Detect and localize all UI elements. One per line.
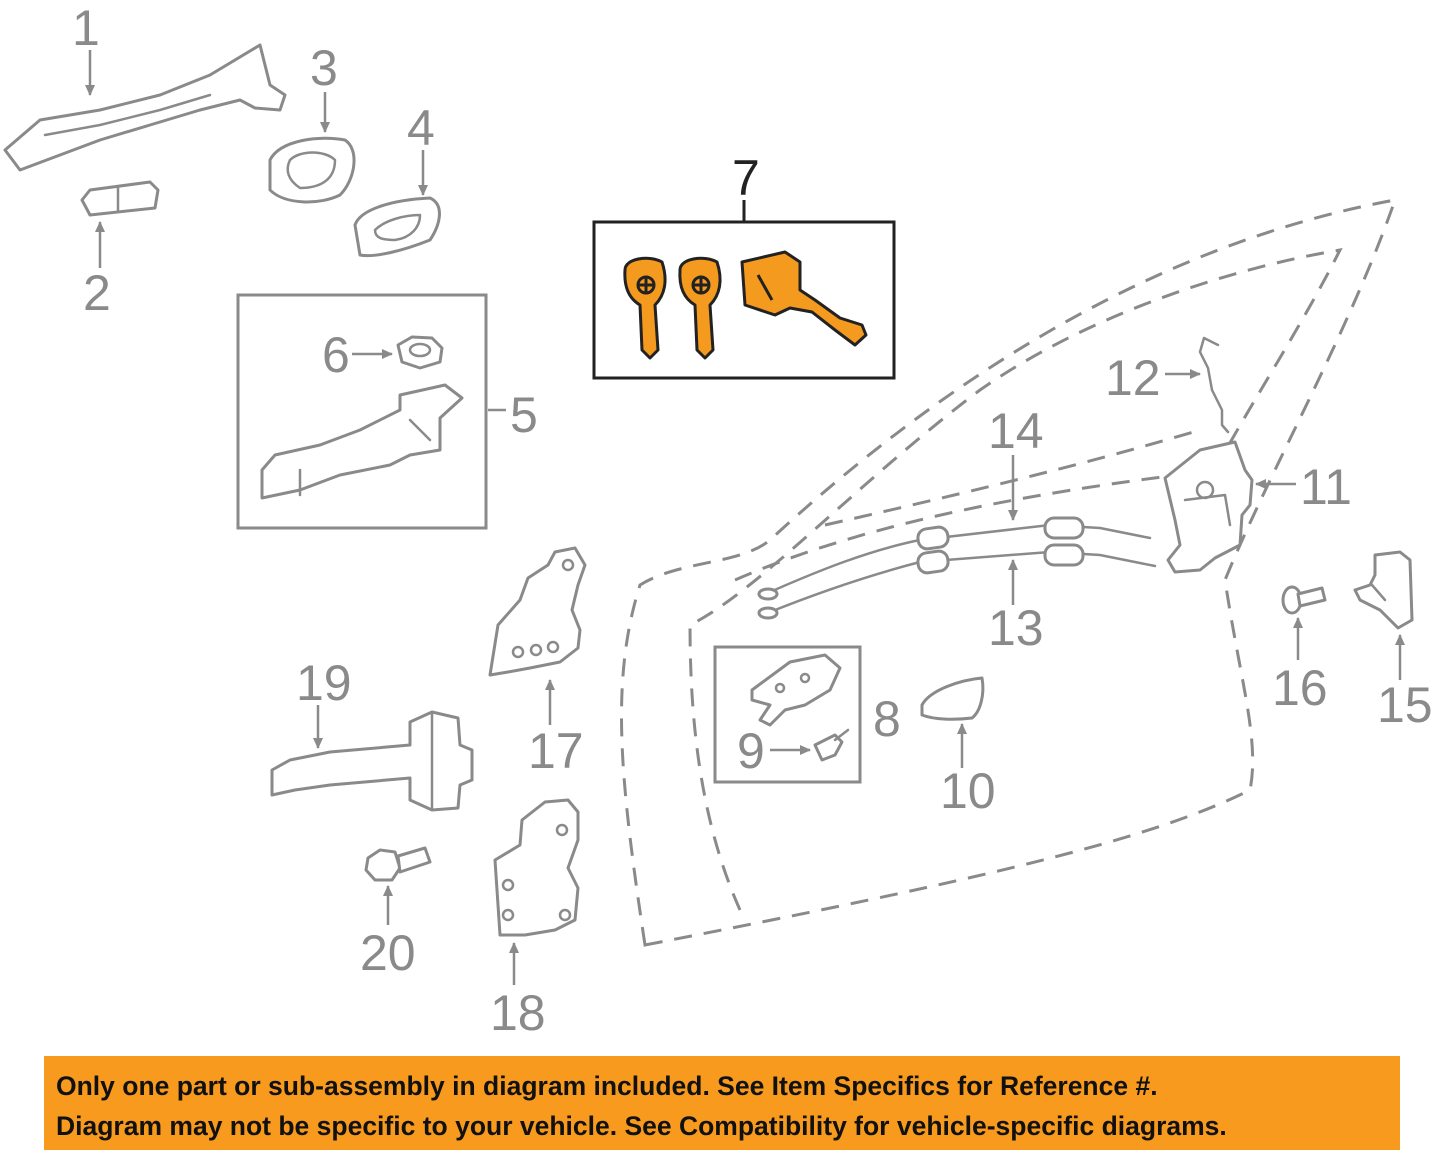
disclaimer-line-2: Diagram may not be specific to your vehi… [56,1111,1227,1141]
callout-5: 5 [510,387,538,443]
callout-2: 2 [83,265,111,321]
part-10-bezel [920,676,985,721]
callout-6: 6 [322,327,350,383]
part-1-outer-handle-frame [3,43,287,172]
callout-18: 18 [490,985,546,1041]
part-7-key-1 [623,256,667,360]
part-20-bolt [364,846,432,882]
callout-13: 13 [988,600,1044,656]
callout-12: 12 [1105,350,1161,406]
part-4-gasket [353,196,441,258]
callout-7: 7 [732,150,760,206]
callout-11: 11 [1300,459,1352,515]
callout-1: 1 [72,0,100,56]
part-7-key-2 [678,256,722,360]
callout-10: 10 [940,763,996,819]
part-13-cable [757,543,1157,620]
callout-19: 19 [296,655,352,711]
callout-16: 16 [1272,660,1328,716]
door-outline [620,198,1398,947]
part-6-nut [396,335,444,370]
part-15-striker [1353,550,1414,630]
part-11-lock-actuator [1163,440,1254,574]
callout-14: 14 [988,403,1044,459]
part-3-gasket [268,136,356,204]
callout-8: 8 [873,691,901,747]
part-5-box [236,293,488,530]
part-17-upper-hinge [488,546,587,677]
part-19-door-check [270,710,474,812]
part-8-inner-handle [750,653,842,727]
part-16-screw [1281,585,1327,615]
part-2-handle-pad [80,180,160,217]
part-14-cable [757,516,1152,601]
part-18-lower-hinge [493,798,580,937]
callout-15: 15 [1377,677,1433,733]
part-12-rod [1198,336,1230,434]
disclaimer-line-1: Only one part or sub-assembly in diagram… [56,1071,1158,1101]
callout-3: 3 [310,40,338,96]
part-8-box [713,645,862,784]
part-9-screw [813,728,850,762]
callout-9: 9 [737,723,765,779]
callout-20: 20 [360,925,416,981]
callout-4: 4 [407,100,435,156]
part-7-lock-cylinder [740,250,868,347]
disclaimer-banner: Only one part or sub-assembly in diagram… [44,1056,1400,1150]
part-5-handle-bracket [260,383,464,500]
callout-17: 17 [528,723,584,779]
